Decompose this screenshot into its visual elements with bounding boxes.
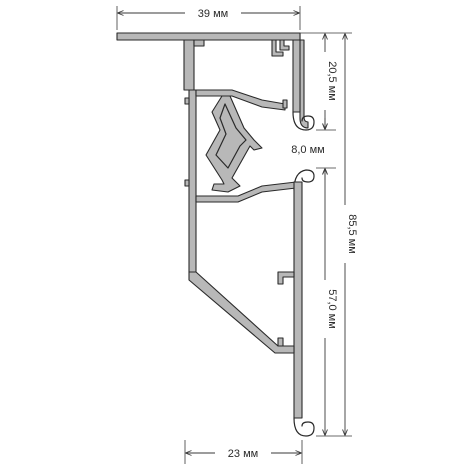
top-channel-hook-right xyxy=(279,39,290,51)
dimension-bottom-width: 23 мм xyxy=(184,440,303,464)
dimension-upper-height: 20,5 мм xyxy=(317,34,338,129)
left-spine-lower xyxy=(188,89,197,273)
upper-height-label: 20,5 мм xyxy=(326,61,338,101)
bottom-width-label: 23 мм xyxy=(228,448,258,460)
upper-hook-lip xyxy=(292,111,315,131)
v-insert-inner xyxy=(215,103,247,169)
spine-top-stub xyxy=(193,39,205,47)
gap-label: 8,0 мм xyxy=(291,144,324,156)
top-flange xyxy=(116,32,301,41)
upper-cross-web xyxy=(195,89,286,111)
spine-tick-upper xyxy=(184,97,190,105)
lower-hook-lip xyxy=(293,169,315,191)
v-insert xyxy=(205,95,263,193)
dimension-top-width: 39 мм xyxy=(116,5,301,30)
dimension-lower-height: 57,0 мм xyxy=(317,169,338,435)
right-wall-hook-upper xyxy=(277,271,295,285)
lower-right-wall xyxy=(293,181,303,419)
lower-cross-web xyxy=(195,181,297,203)
aluminium-profile xyxy=(116,32,315,437)
spine-tick-lower xyxy=(184,179,190,187)
left-spine-upper xyxy=(183,39,195,91)
lower-height-label: 57,0 мм xyxy=(326,289,338,329)
channel-inner-tick xyxy=(282,99,288,109)
top-channel-hook-left xyxy=(271,39,284,57)
bottom-hook xyxy=(293,417,315,437)
right-wall-hook-lower xyxy=(277,337,284,347)
upper-right-wall-strip xyxy=(292,39,301,113)
diagonal-wall xyxy=(188,271,295,354)
dimension-total-height: 85,5 мм xyxy=(337,34,358,435)
total-height-label: 85,5 мм xyxy=(346,214,358,254)
top-width-label: 39 мм xyxy=(198,8,228,20)
